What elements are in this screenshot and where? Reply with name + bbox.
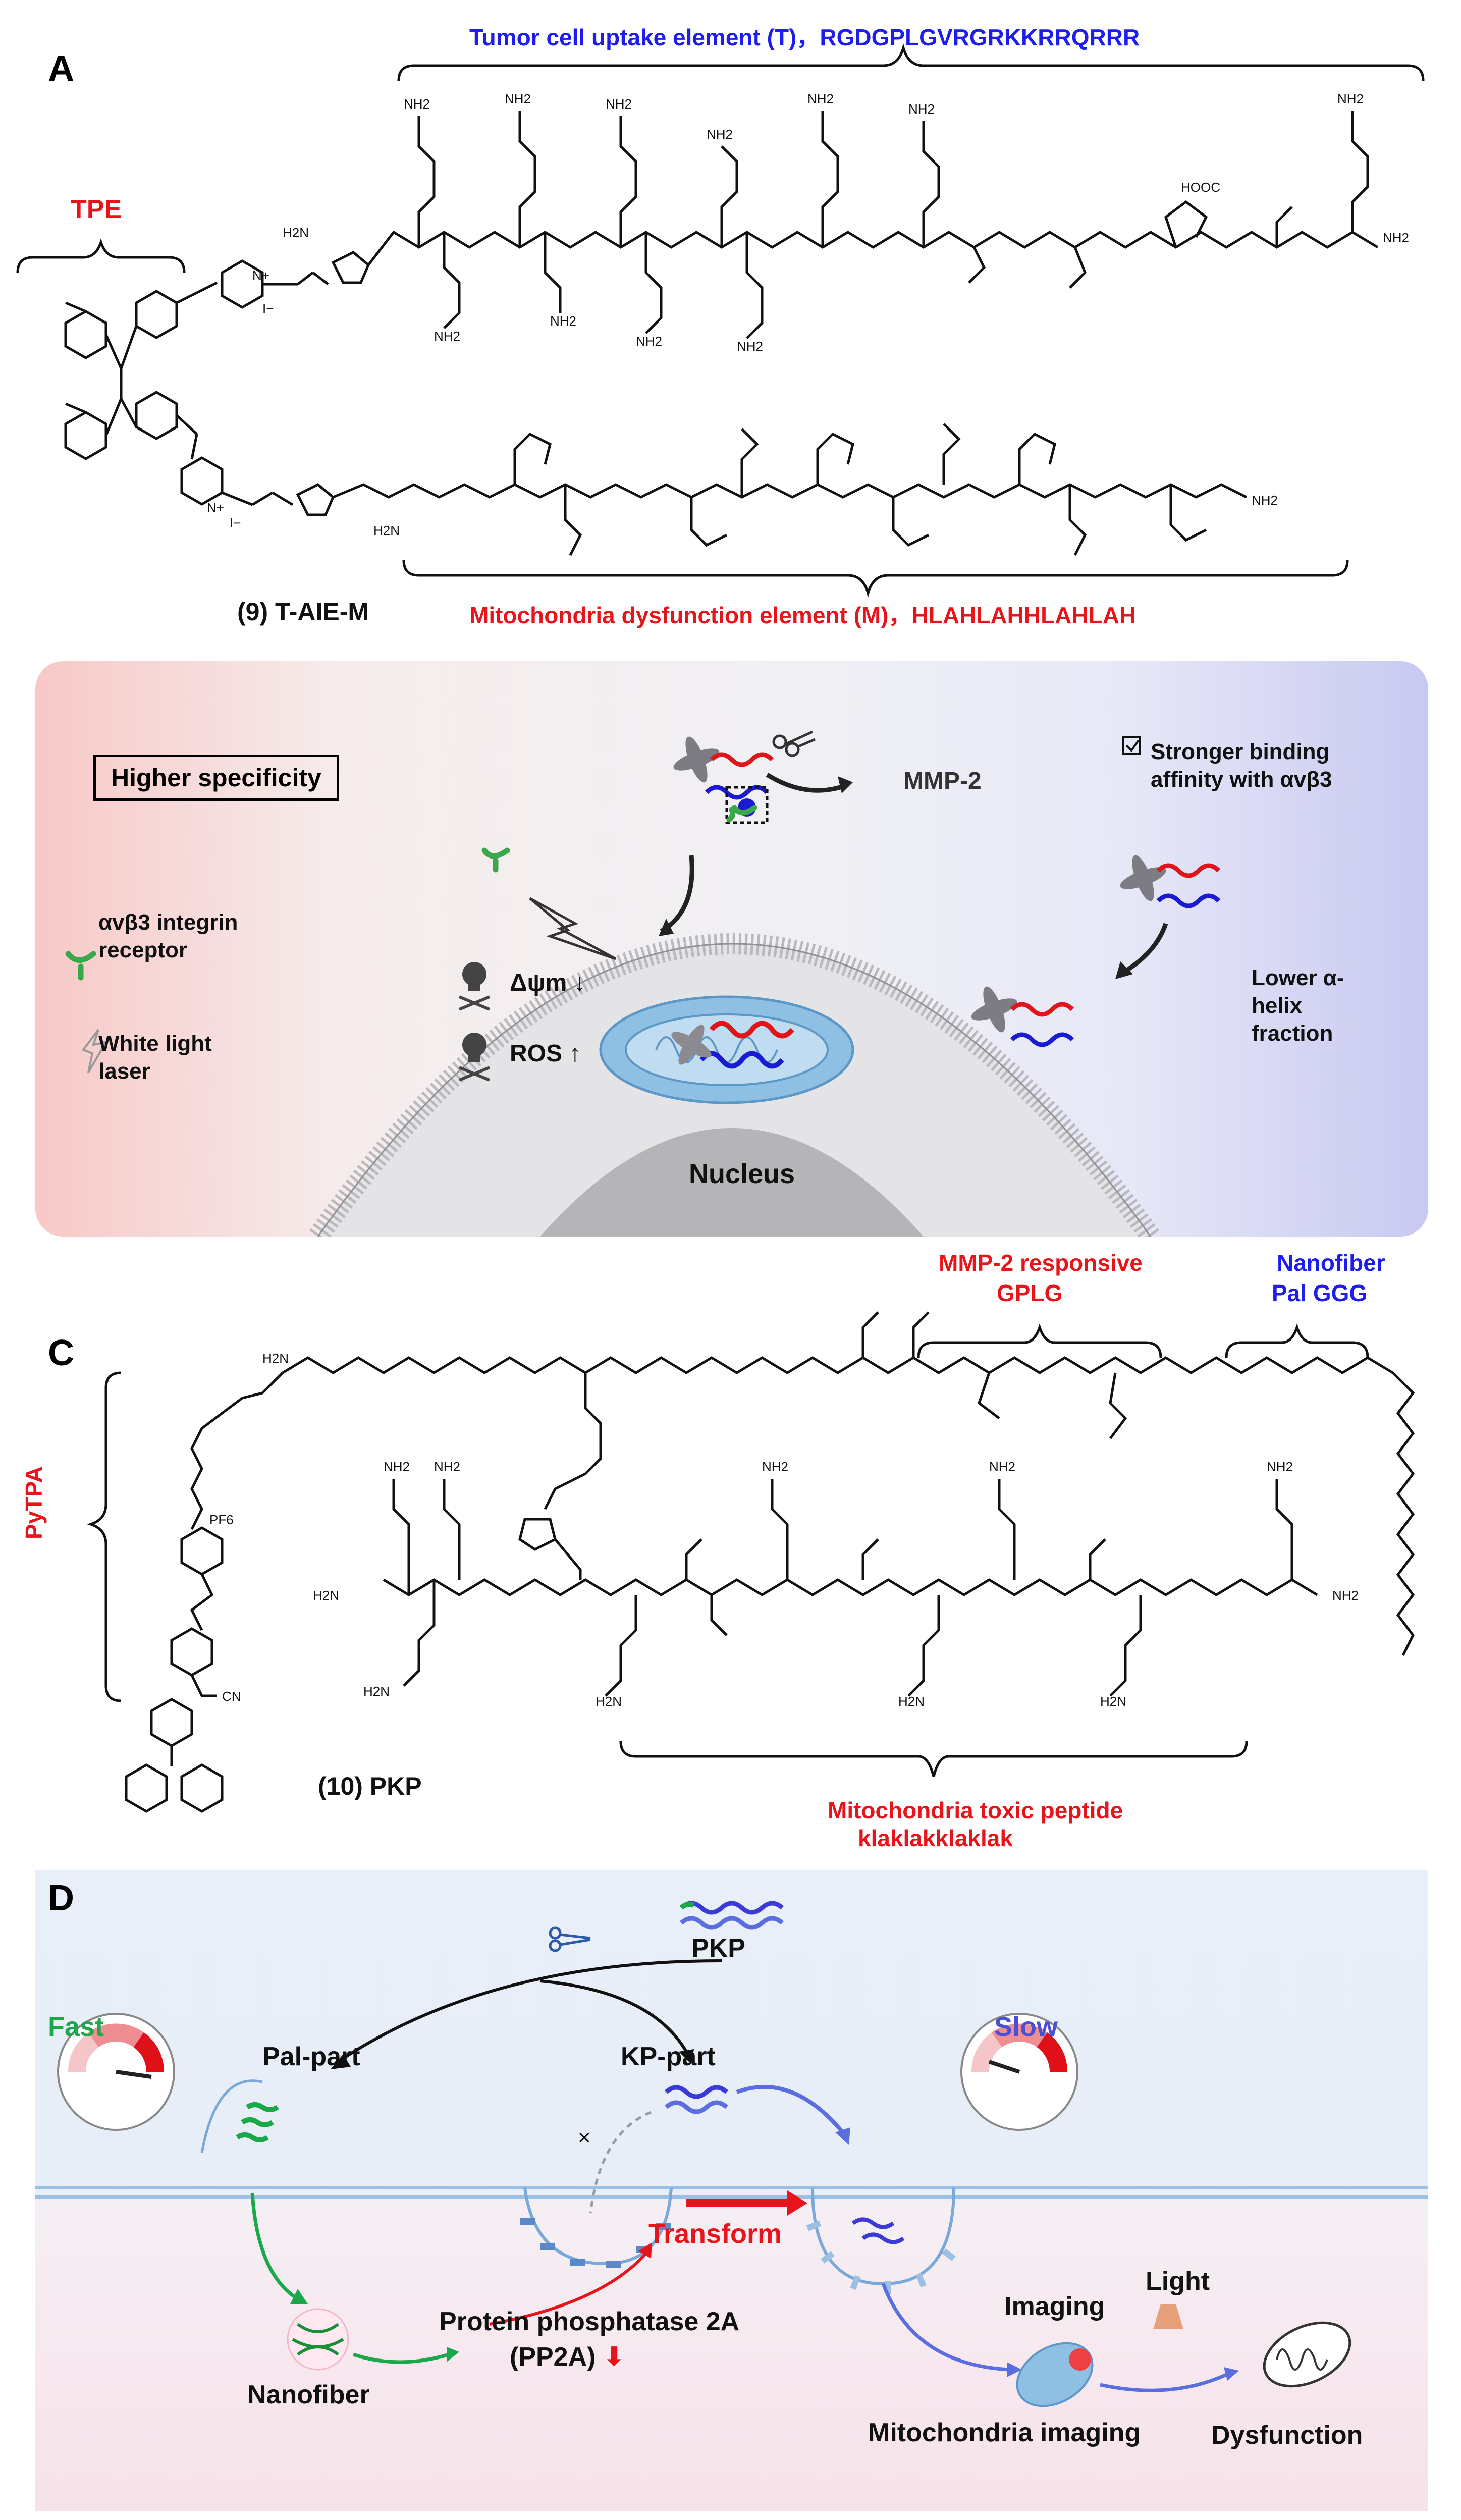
svg-text:NH2: NH2: [550, 313, 576, 329]
imaging-label: Imaging: [1004, 2292, 1105, 2321]
scissors-icon: [772, 730, 816, 757]
svg-text:NH2: NH2: [908, 101, 935, 117]
panel-d-scheme: ×: [35, 1870, 1428, 2511]
svg-text:NH2: NH2: [1252, 493, 1278, 508]
lower-helix-label: Lower α-helix fraction: [1252, 966, 1344, 1046]
mmp2-arrow: [766, 773, 849, 793]
slow-label: Slow: [994, 2012, 1058, 2042]
klak-label: klaklakklaklak: [858, 1825, 1013, 1851]
svg-text:NH2: NH2: [1332, 1588, 1359, 1603]
pf6-text: PF6: [209, 1512, 234, 1527]
svg-text:I−: I−: [262, 301, 274, 316]
stronger-binding-label: Stronger binding affinity with αvβ3: [1151, 739, 1332, 792]
scissors-d-icon: [549, 1926, 591, 1952]
pal-ggg-label: Pal GGG: [1272, 1280, 1368, 1306]
svg-text:NH2: NH2: [1337, 91, 1364, 106]
ros-label: ROS ↑: [510, 1040, 581, 1067]
probe-top-icon: [673, 736, 774, 824]
mito-toxic-label: Mitochondria toxic peptide: [828, 1797, 1123, 1824]
lightning-icon: [529, 897, 617, 960]
compound-9-label: (9) T-AIE-M: [237, 598, 369, 626]
nucleus-label: Nucleus: [689, 1159, 795, 1189]
svg-text:NH2: NH2: [707, 127, 733, 142]
svg-text:NH2: NH2: [404, 96, 430, 112]
transform-label: Transform: [648, 2219, 782, 2249]
panel-d-drawing: ×: [35, 1870, 1428, 2511]
mmp2-responsive-label: MMP-2 responsive: [939, 1250, 1143, 1276]
checkbox-icon: [1122, 736, 1141, 755]
panel-a-letter: A: [48, 48, 74, 89]
mito-dysfunction-label: Mitochondria dysfunction element (M)，HLA…: [469, 602, 1137, 628]
svg-text:H2N: H2N: [262, 1351, 289, 1366]
svg-text:NH2: NH2: [807, 91, 834, 106]
fast-label: Fast: [48, 2012, 104, 2042]
svg-text:H2N: H2N: [363, 1684, 390, 1699]
pp2a-label-line2: (PP2A) ⬇: [510, 2342, 625, 2372]
svg-text:H2N: H2N: [373, 523, 400, 538]
svg-text:HOOC: HOOC: [1181, 180, 1220, 195]
tpe-label: TPE: [71, 195, 122, 224]
panel-b-drawing: [65, 730, 1221, 1237]
pkp-label: PKP: [691, 1934, 745, 1963]
pal-part-label: Pal-part: [262, 2042, 360, 2071]
nanofiber-icon: [287, 2308, 349, 2371]
nanofiber-d-label: Nanofiber: [247, 2380, 370, 2409]
svg-text:H2N: H2N: [898, 1694, 925, 1709]
dysfunction-label: Dysfunction: [1211, 2421, 1363, 2450]
svg-text:NH2: NH2: [384, 1459, 410, 1474]
light-label: Light: [1146, 2267, 1210, 2296]
panel-c-letter: C: [48, 1333, 74, 1373]
svg-text:NH2: NH2: [636, 334, 662, 349]
tpe-cross-icon: [671, 1025, 712, 1065]
svg-text:NH2: NH2: [505, 91, 531, 106]
svg-text:NH2: NH2: [606, 96, 632, 112]
svg-text:H2N: H2N: [596, 1694, 622, 1709]
probe-right-icon: [971, 855, 1221, 1047]
fast-gauge-icon: [57, 2013, 175, 2131]
svg-text:×: ×: [578, 2125, 591, 2150]
dysfunction-mito-icon: [1263, 2321, 1351, 2388]
mito-imaging-label: Mitochondria imaging: [868, 2418, 1141, 2447]
svg-text:NH2: NH2: [737, 339, 763, 354]
svg-text:I−: I−: [230, 515, 241, 530]
svg-text:NH2: NH2: [989, 1459, 1015, 1474]
delta-psi-label: Δψm ↓: [510, 970, 586, 996]
svg-text:NH2: NH2: [762, 1459, 788, 1474]
skull-icon: [458, 962, 491, 1082]
integrin-label: αvβ3 integrin receptor: [98, 910, 238, 962]
svg-text:NH2: NH2: [1267, 1459, 1293, 1474]
nanofiber-c-label: Nanofiber: [1277, 1250, 1385, 1276]
panel-d-letter: D: [48, 1878, 74, 1918]
cn-text: CN: [222, 1689, 241, 1704]
kp-part-label: KP-part: [621, 2042, 716, 2071]
white-light-icon: [81, 1029, 108, 1074]
svg-text:N+: N+: [252, 268, 269, 283]
integrin-icon: [65, 805, 757, 981]
svg-text:NH2: NH2: [434, 1459, 460, 1474]
white-light-label: White light laser: [98, 1031, 212, 1084]
higher-specificity-box: Higher specificity: [93, 755, 339, 801]
svg-text:H2N: H2N: [1100, 1694, 1126, 1709]
light-icon: [1153, 2304, 1183, 2329]
svg-text:NH2: NH2: [434, 329, 460, 344]
svg-text:NH2: NH2: [1383, 230, 1409, 245]
svg-text:H2N: H2N: [313, 1588, 339, 1603]
svg-text:H2N: H2N: [283, 225, 309, 240]
svg-text:N+: N+: [207, 500, 224, 515]
slow-gauge-icon: [960, 2013, 1078, 2131]
compound-10-label: (10) PKP: [318, 1772, 422, 1800]
tumor-uptake-label: Tumor cell uptake element (T)，RGDGPLGVRG…: [469, 24, 1140, 50]
mmp2-label: MMP-2: [903, 768, 982, 794]
pp2a-label-line1: Protein phosphatase 2A: [439, 2307, 740, 2336]
gplg-label: GPLG: [997, 1280, 1063, 1306]
